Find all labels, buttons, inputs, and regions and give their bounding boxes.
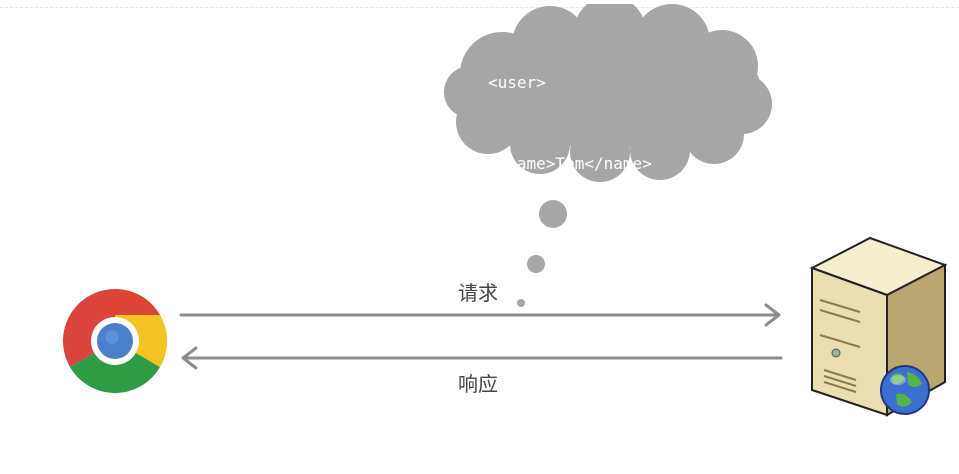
xml-line: <age>20</age> [488,235,623,254]
response-label: 响应 [458,372,498,396]
response-arrow [181,346,783,370]
xml-line: <user> [488,73,546,92]
divider-line [0,7,959,8]
bubble-dot-large [539,200,567,228]
bubble-dot-medium [527,255,545,273]
arrows [179,303,783,370]
xml-line: <gender>male</gender> [488,316,700,335]
xml-line: <name>Tom</name> [488,154,652,173]
thought-bubble [444,4,772,307]
globe-icon [880,365,930,415]
request-arrow [179,303,781,327]
server-globe-icon [809,236,948,417]
diagram: <user> <name>Tom</name> <age>20</age> <g… [0,4,959,417]
chrome-browser-icon [63,289,167,393]
bubble-dot-small [517,299,525,307]
request-label: 请求 [458,281,498,305]
xml-payload: <user> <name>Tom</name> <age>20</age> <g… [488,15,700,474]
xml-line: </user> [488,397,556,416]
